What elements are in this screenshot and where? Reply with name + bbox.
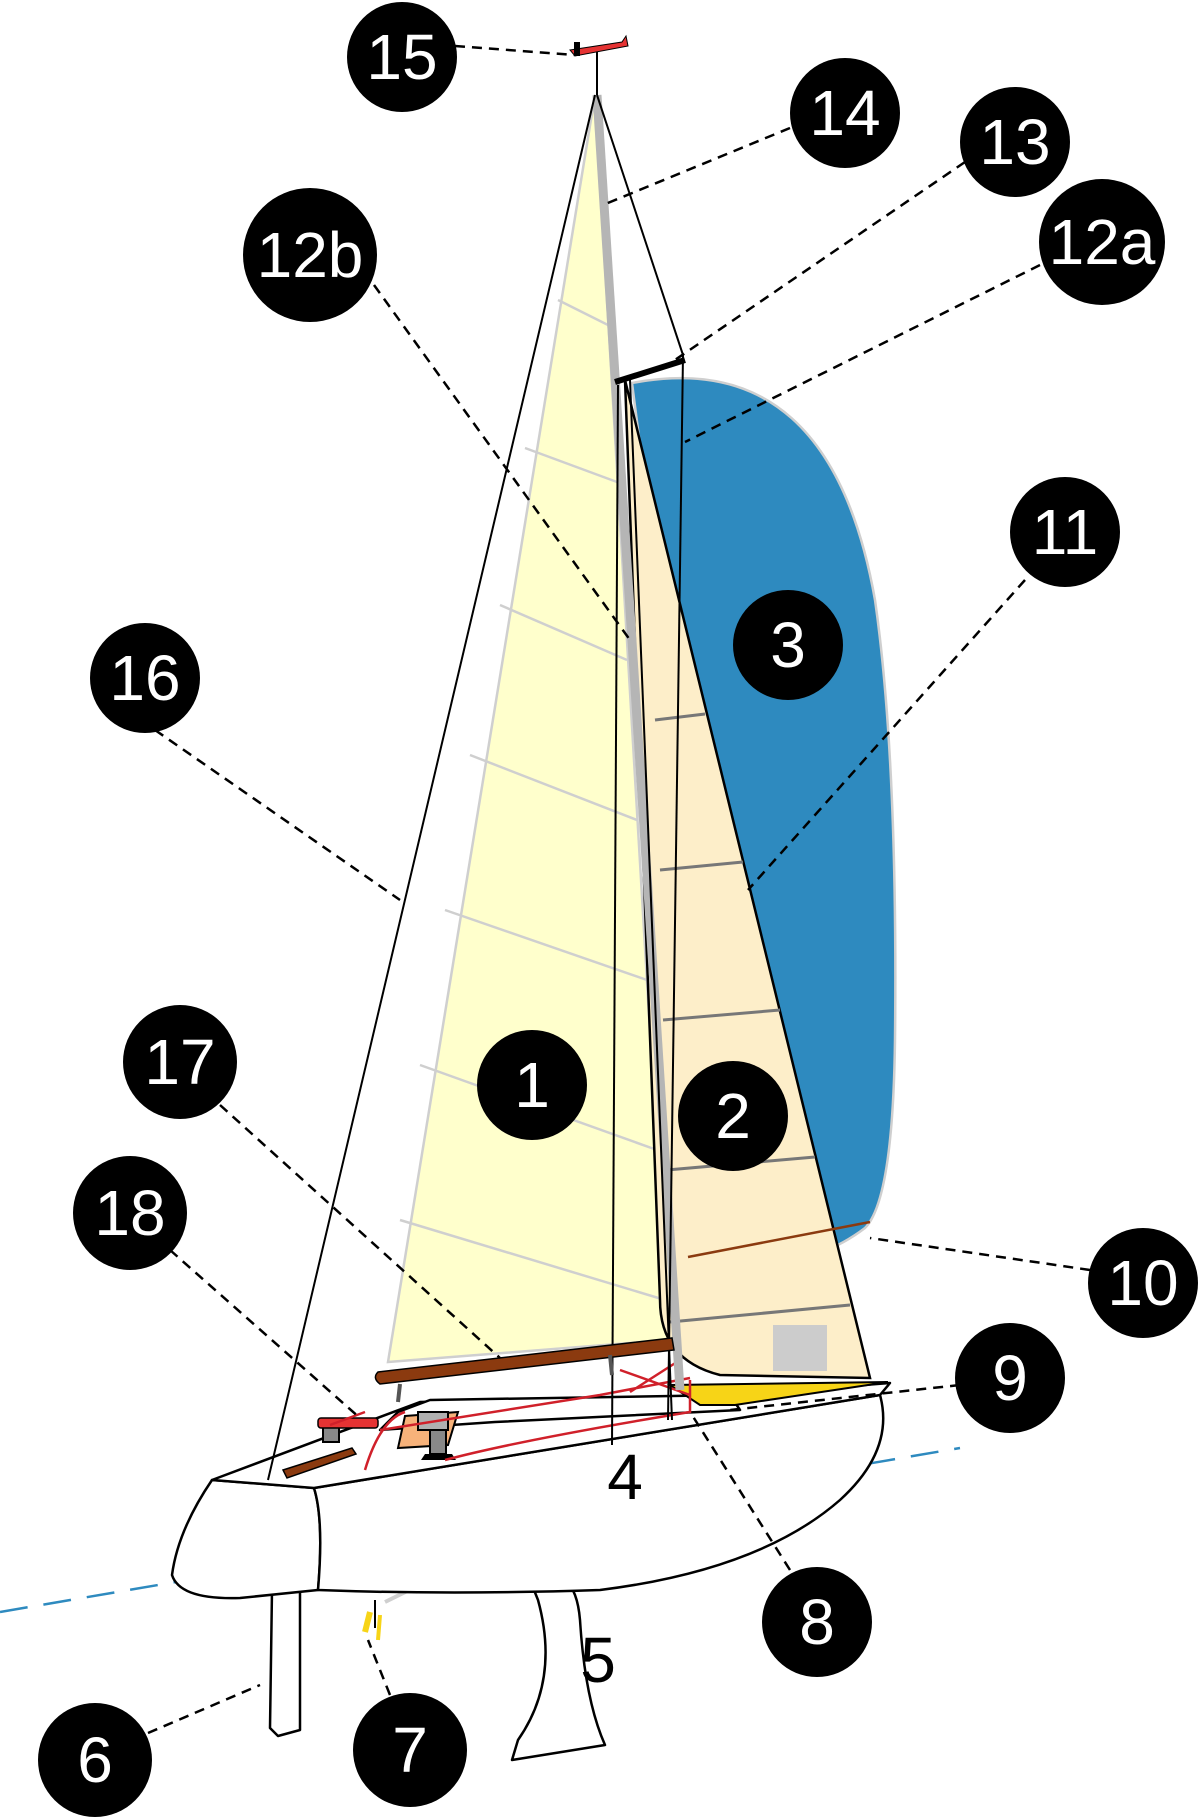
rigging [267, 50, 686, 1481]
marker-7: 7 [353, 1693, 467, 1807]
svg-text:1: 1 [514, 1049, 550, 1121]
svg-text:11: 11 [1032, 496, 1098, 568]
marker-17: 17 [123, 1005, 237, 1119]
hull-side [312, 1393, 885, 1594]
svg-text:12b: 12b [257, 219, 364, 291]
rudder [268, 1588, 302, 1738]
marker-2: 2 [678, 1061, 788, 1171]
leader-lines [147, 44, 1091, 1735]
label-5: 5 [580, 1624, 616, 1696]
spinnaker [630, 376, 897, 1262]
marker-10: 10 [1088, 1228, 1198, 1338]
marker-15: 15 [347, 2, 457, 112]
marker-11: 11 [1010, 477, 1120, 587]
mainsail [386, 94, 670, 1364]
mast [592, 94, 685, 1391]
svg-text:16: 16 [109, 642, 180, 714]
marker-12a: 12a [1039, 179, 1165, 305]
winch [429, 1429, 447, 1455]
boom [374, 1337, 675, 1385]
spinnaker-pole [614, 357, 686, 385]
jib-window [773, 1325, 827, 1371]
marker-3: 3 [733, 590, 843, 700]
svg-text:8: 8 [799, 1586, 835, 1658]
label-4: 4 [607, 1441, 643, 1513]
tiller [281, 1447, 358, 1479]
svg-text:10: 10 [1107, 1247, 1178, 1319]
svg-text:3: 3 [770, 609, 806, 681]
marker-16: 16 [90, 623, 200, 733]
marker-6: 6 [38, 1703, 152, 1817]
svg-text:9: 9 [992, 1342, 1028, 1414]
svg-text:6: 6 [77, 1724, 113, 1796]
boom-fittings [396, 1354, 614, 1403]
marker-18: 18 [73, 1156, 187, 1270]
marker-8: 8 [762, 1567, 872, 1677]
marker-13: 13 [960, 87, 1070, 197]
wind-vane-base [574, 42, 580, 56]
svg-text:17: 17 [144, 1026, 215, 1098]
svg-text:2: 2 [715, 1080, 751, 1152]
svg-text:13: 13 [979, 106, 1050, 178]
svg-text:14: 14 [809, 77, 880, 149]
marker-1: 1 [477, 1030, 587, 1140]
marker-12b: 12b [243, 188, 377, 322]
hull [170, 1478, 322, 1600]
svg-text:18: 18 [94, 1177, 165, 1249]
spinnaker-sheet [687, 1220, 871, 1259]
svg-text:15: 15 [366, 21, 437, 93]
control-lines [329, 1358, 692, 1471]
svg-text:7: 7 [392, 1714, 428, 1786]
svg-text:12a: 12a [1049, 206, 1156, 278]
marker-9: 9 [955, 1323, 1065, 1433]
marker-14: 14 [790, 58, 900, 168]
